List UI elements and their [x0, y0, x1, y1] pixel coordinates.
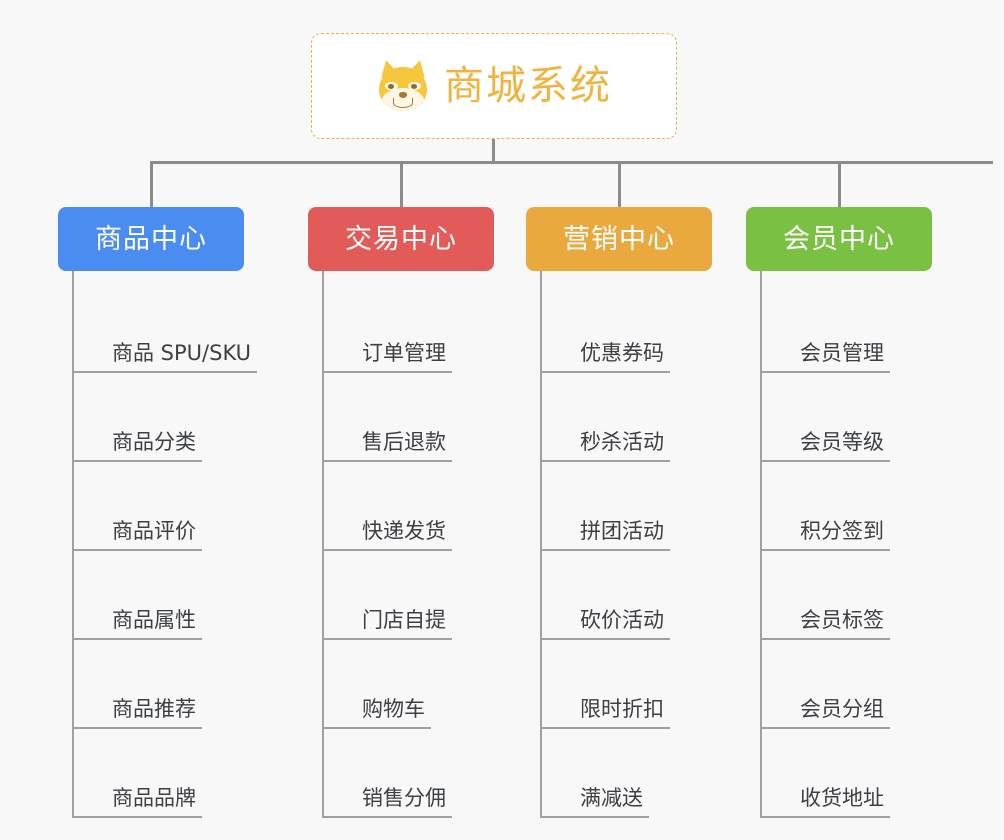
leaf-spine	[760, 271, 762, 818]
leaf-underline	[72, 460, 202, 462]
leaf-underline	[760, 371, 890, 373]
leaf-list-marketing-center: 优惠券码秒杀活动拼团活动砍价活动限时折扣满减送	[540, 271, 712, 818]
leaf-item[interactable]: 满减送	[540, 729, 712, 818]
leaf-label: 砍价活动	[580, 608, 664, 632]
leaf-underline	[322, 638, 452, 640]
leaf-item[interactable]: 秒杀活动	[540, 373, 712, 462]
leaf-underline	[540, 638, 670, 640]
leaf-label: 购物车	[362, 697, 425, 721]
connector-drop-1	[150, 161, 153, 207]
leaf-item[interactable]: 会员标签	[760, 551, 932, 640]
leaf-label: 商品推荐	[112, 697, 196, 721]
leaf-label: 积分签到	[800, 519, 884, 543]
leaf-label: 快递发货	[362, 519, 446, 543]
connector-drop-3	[618, 161, 621, 207]
leaf-item[interactable]: 会员等级	[760, 373, 932, 462]
leaf-label: 收货地址	[800, 786, 884, 810]
category-header-marketing-center[interactable]: 营销中心	[526, 207, 712, 271]
leaf-label: 售后退款	[362, 430, 446, 454]
category-header-member-center[interactable]: 会员中心	[746, 207, 932, 271]
leaf-underline	[760, 727, 890, 729]
leaf-item[interactable]: 购物车	[322, 640, 494, 729]
leaf-item[interactable]: 商品评价	[72, 462, 244, 551]
leaf-item[interactable]: 拼团活动	[540, 462, 712, 551]
branch-column: 交易中心订单管理售后退款快递发货门店自提购物车销售分佣	[308, 207, 494, 818]
leaf-underline	[760, 460, 890, 462]
leaf-label: 商品属性	[112, 608, 196, 632]
leaf-item[interactable]: 销售分佣	[322, 729, 494, 818]
shiba-inu-dog-icon	[376, 58, 430, 112]
leaf-item[interactable]: 收货地址	[760, 729, 932, 818]
connector-horizontal-bus	[150, 161, 993, 164]
leaf-spine	[322, 271, 324, 818]
leaf-item[interactable]: 商品分类	[72, 373, 244, 462]
leaf-list-trade-center: 订单管理售后退款快递发货门店自提购物车销售分佣	[322, 271, 494, 818]
leaf-underline	[540, 816, 649, 818]
leaf-underline	[72, 371, 257, 373]
leaf-underline	[322, 816, 452, 818]
leaf-label: 秒杀活动	[580, 430, 664, 454]
leaf-label: 会员分组	[800, 697, 884, 721]
leaf-label: 商品分类	[112, 430, 196, 454]
root-title: 商城系统	[444, 63, 612, 109]
leaf-underline	[540, 727, 670, 729]
category-header-product-center[interactable]: 商品中心	[58, 207, 244, 271]
leaf-underline	[72, 727, 202, 729]
leaf-underline	[540, 460, 670, 462]
leaf-item[interactable]: 售后退款	[322, 373, 494, 462]
branch-column: 会员中心会员管理会员等级积分签到会员标签会员分组收货地址	[746, 207, 932, 818]
leaf-spine	[540, 271, 542, 818]
leaf-underline	[540, 549, 670, 551]
leaf-label: 订单管理	[362, 341, 446, 365]
branch-column: 营销中心优惠券码秒杀活动拼团活动砍价活动限时折扣满减送	[526, 207, 712, 818]
leaf-label: 商品品牌	[112, 786, 196, 810]
branch-column: 商品中心商品 SPU/SKU 商品分类商品评价商品属性商品推荐商品品牌	[58, 207, 257, 818]
leaf-underline	[72, 638, 202, 640]
leaf-label: 会员标签	[800, 608, 884, 632]
category-header-trade-center[interactable]: 交易中心	[308, 207, 494, 271]
leaf-item[interactable]: 商品属性	[72, 551, 244, 640]
connector-root-stem	[492, 139, 495, 163]
leaf-underline	[322, 460, 452, 462]
leaf-underline	[760, 549, 890, 551]
leaf-item[interactable]: 限时折扣	[540, 640, 712, 729]
leaf-label: 拼团活动	[580, 519, 664, 543]
leaf-item[interactable]: 订单管理	[322, 284, 494, 373]
leaf-item[interactable]: 快递发货	[322, 462, 494, 551]
connector-drop-2	[400, 161, 403, 207]
leaf-label: 限时折扣	[580, 697, 664, 721]
leaf-item[interactable]: 门店自提	[322, 551, 494, 640]
leaf-list-product-center: 商品 SPU/SKU 商品分类商品评价商品属性商品推荐商品品牌	[72, 271, 257, 818]
leaf-label: 商品 SPU/SKU	[112, 341, 252, 365]
leaf-label: 销售分佣	[362, 786, 446, 810]
leaf-underline	[322, 549, 452, 551]
leaf-item[interactable]: 会员管理	[760, 284, 932, 373]
leaf-item[interactable]: 会员分组	[760, 640, 932, 729]
leaf-label: 优惠券码	[580, 341, 664, 365]
leaf-label: 会员管理	[800, 341, 884, 365]
leaf-underline	[540, 371, 670, 373]
leaf-item[interactable]: 优惠券码	[540, 284, 712, 373]
leaf-item[interactable]: 商品推荐	[72, 640, 244, 729]
leaf-item[interactable]: 砍价活动	[540, 551, 712, 640]
connector-drop-4	[838, 161, 841, 207]
leaf-item[interactable]: 积分签到	[760, 462, 932, 551]
leaf-label: 满减送	[580, 786, 643, 810]
leaf-item[interactable]: 商品 SPU/SKU	[72, 284, 257, 373]
leaf-spine	[72, 271, 74, 818]
leaf-list-member-center: 会员管理会员等级积分签到会员标签会员分组收货地址	[760, 271, 932, 818]
leaf-underline	[322, 371, 452, 373]
leaf-underline	[72, 549, 202, 551]
leaf-underline	[760, 816, 890, 818]
leaf-underline	[760, 638, 890, 640]
leaf-label: 会员等级	[800, 430, 884, 454]
leaf-label: 商品评价	[112, 519, 196, 543]
root-node[interactable]: 商城系统	[311, 33, 677, 139]
leaf-label: 门店自提	[362, 608, 446, 632]
leaf-item[interactable]: 商品品牌	[72, 729, 244, 818]
leaf-underline	[72, 816, 202, 818]
leaf-underline	[322, 727, 431, 729]
